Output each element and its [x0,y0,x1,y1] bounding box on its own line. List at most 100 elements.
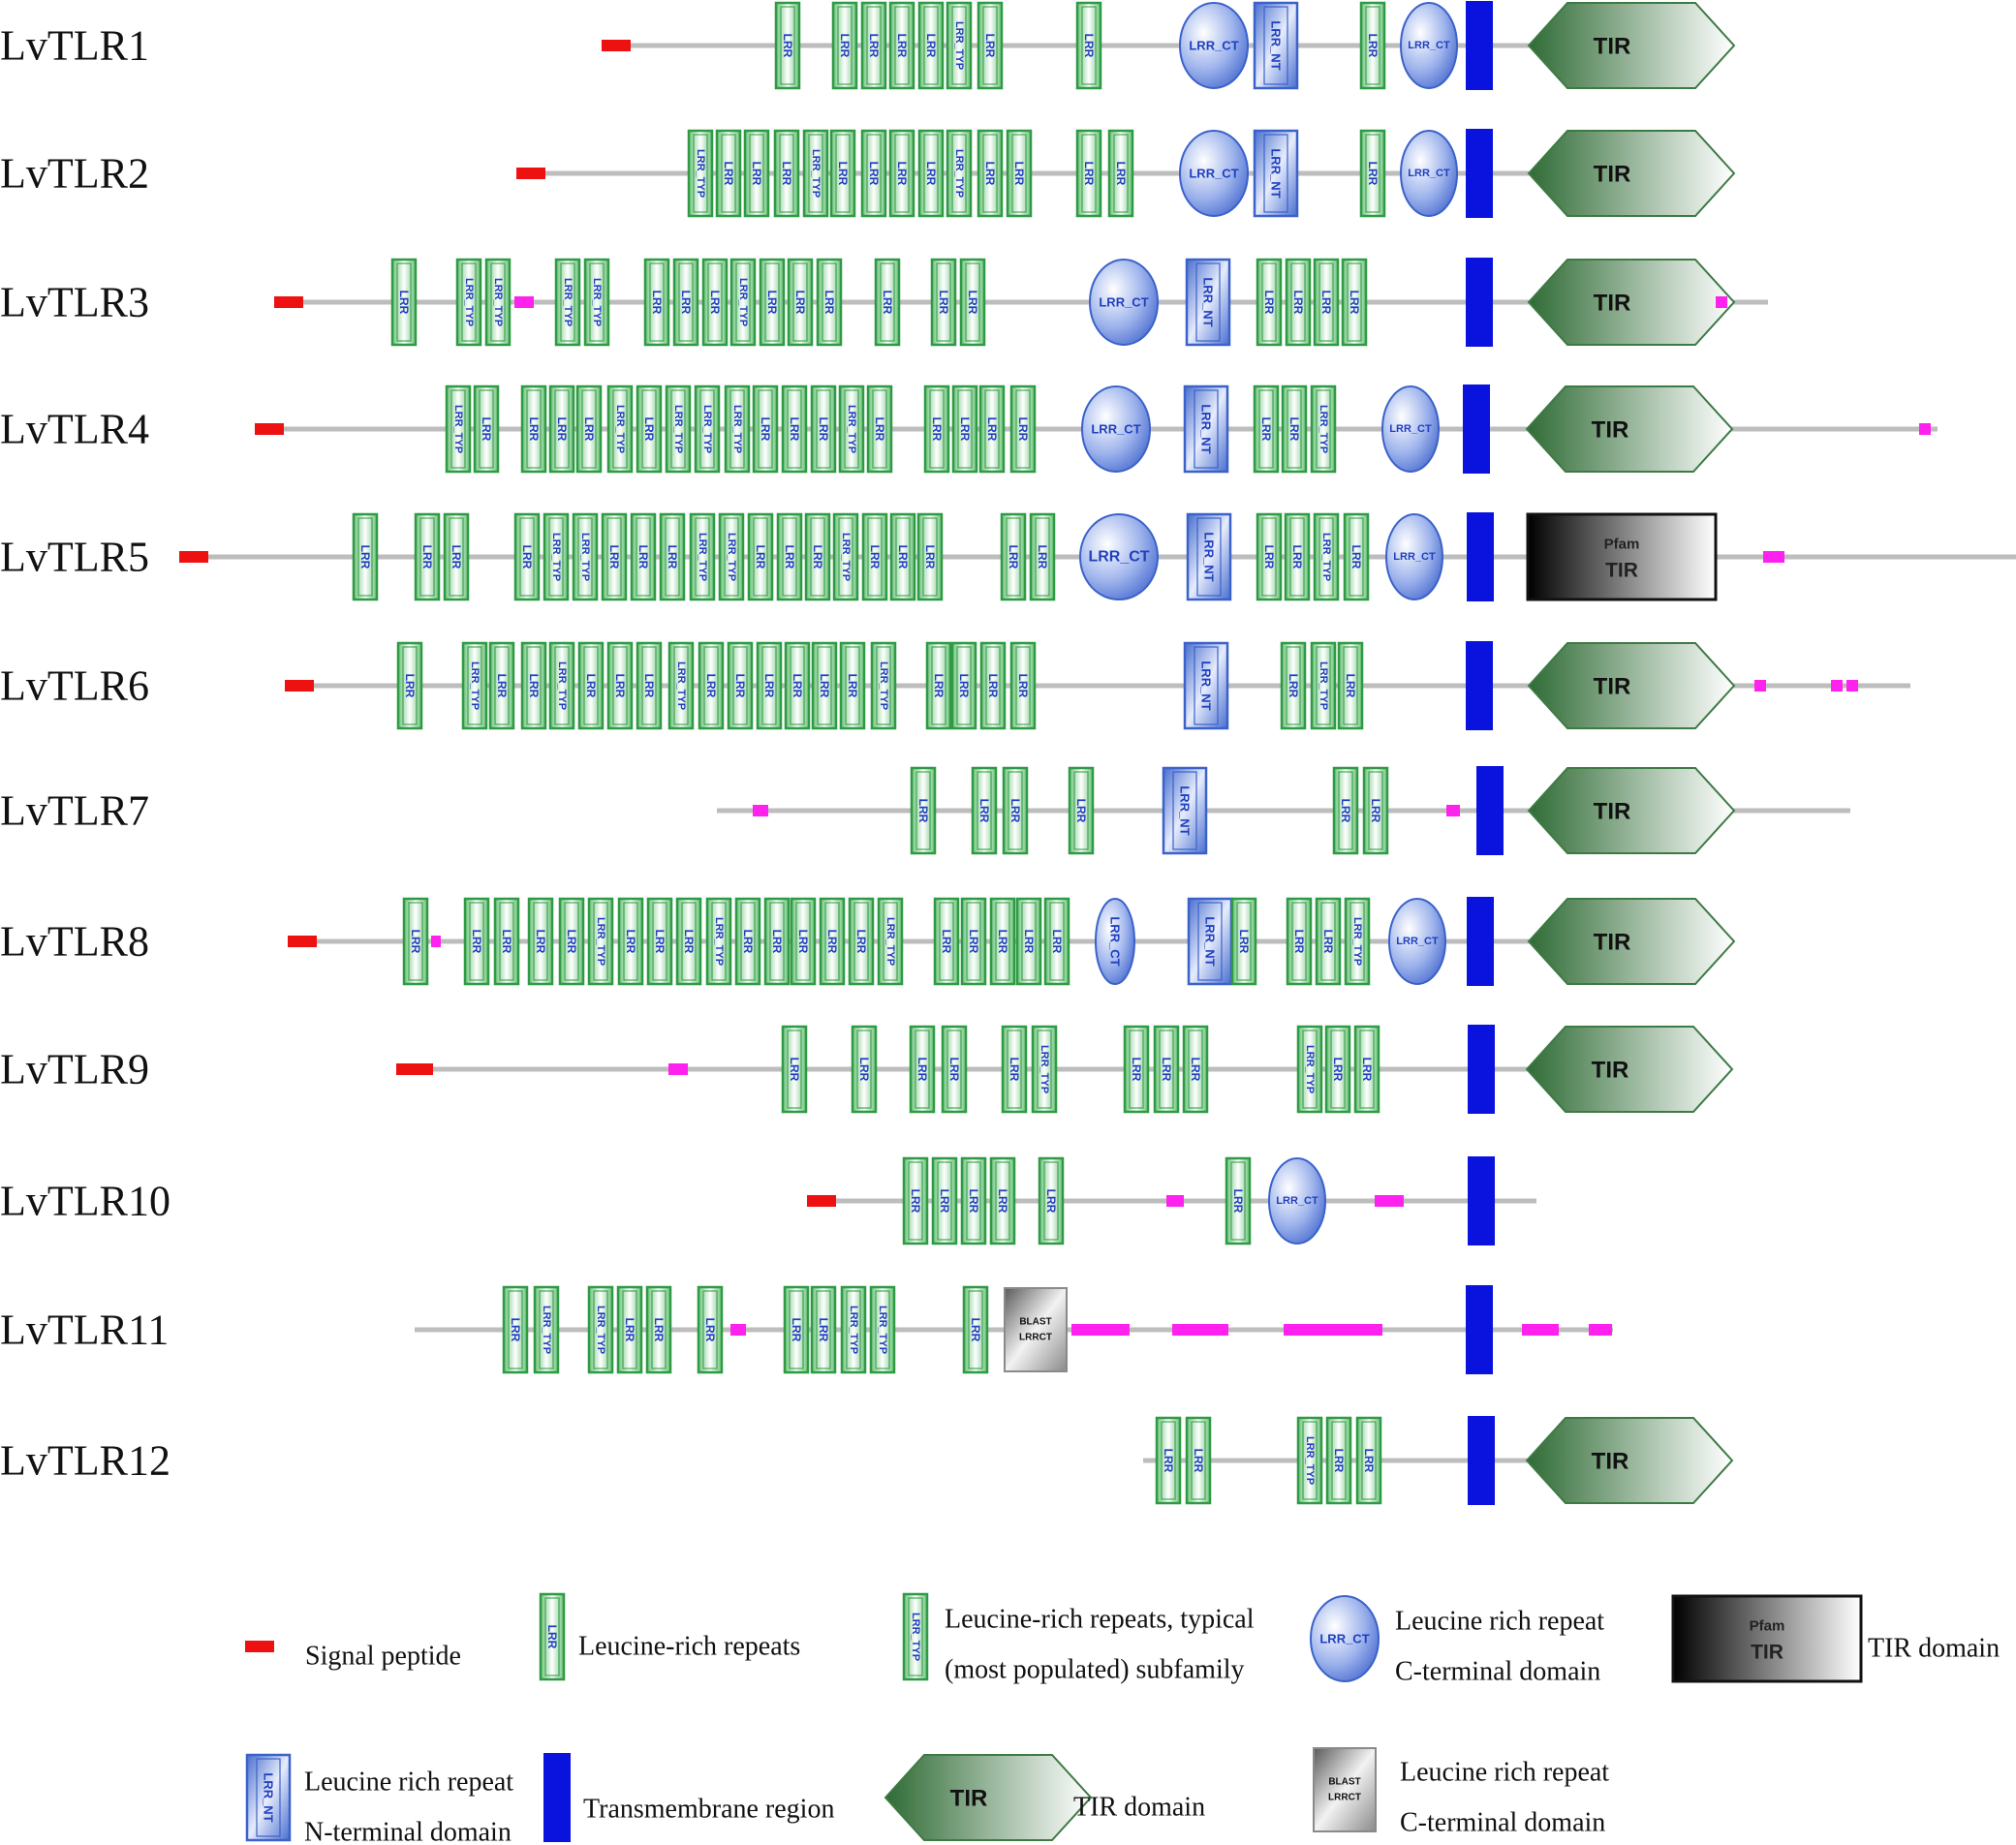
domain-label: LRR [1074,799,1088,823]
legend-label: Leucine-rich repeats [578,1632,800,1662]
domain-inner-border [623,902,638,981]
domain-inner-border [1073,771,1089,850]
domain-box [1185,258,1231,347]
domain-inner-border [908,1597,923,1676]
domain-label: LRR [947,1058,961,1082]
low-complexity-bar [1375,1195,1404,1207]
domain-inner-border [822,262,837,342]
lrr-domain: LRR [646,897,673,986]
domain-label: LRR [582,417,596,442]
domain-inner-border [1037,1030,1052,1109]
domain-inner-border [790,646,805,725]
transmembrane-region [1466,258,1493,347]
domain-box [930,258,957,347]
lrr-domain: LRR [396,641,423,730]
low-complexity-region [1716,296,1727,308]
domain-inner-border [880,262,895,342]
domain-label: LRR_TYP [1304,1045,1316,1093]
domain-label: LRR_TYP [810,149,822,198]
domain-box [888,129,915,218]
domain-inner-border [581,389,597,469]
domain-label: LRR [613,674,627,698]
domain-inner-border [612,389,628,469]
lrr-domain: LRR [1075,129,1102,218]
domain-inner-border [651,1290,667,1369]
domain-label: LRR_TYP [614,405,626,453]
domain-label: LRR_TYP [1320,533,1332,581]
domain-label: LRR_TYP [492,278,504,326]
domain-inner-border [612,646,628,725]
domain-box [989,1156,1016,1245]
domain-label: LRR_NT [1199,404,1214,453]
domain-inner-border [968,1290,983,1369]
lrr-typ-domain: LRR_TYP [554,258,581,347]
lrr-domain: LRR [1281,384,1308,474]
domain-label: LRR_NT [1269,148,1284,198]
domain-box [636,384,663,474]
transmembrane-bar [1466,1,1493,90]
domain-label: LRR_TYP [953,21,965,70]
domain-inner-border [1194,389,1219,469]
transmembrane-region [1466,129,1493,218]
tir-domain: TIR [884,1754,1093,1841]
domain-label: LRR [1360,1058,1374,1082]
lrr-domain: LRR [1153,1025,1180,1114]
domain-inner-border [915,1030,930,1109]
domain-inner-border [1349,517,1364,597]
domain-box [1353,1025,1380,1114]
domain-label: LRR [1366,34,1380,58]
lrr-typ-domain: LRR_TYP [533,1285,560,1374]
legend-label: C-terminal domain [1400,1808,1605,1838]
domain-box [977,1,1004,90]
domain-box [747,512,774,601]
domain-inner-border [956,646,972,725]
domain-box [1280,641,1307,730]
low-complexity-bar [1071,1324,1130,1336]
lrr-domain: LRR [727,641,754,730]
pfam-box [1671,1594,1863,1683]
domain-box [587,897,614,986]
lrr-typ-domain: LRR_TYP [1031,1025,1058,1114]
signal-peptide-bar [245,1641,274,1652]
domain-ellipse [1400,130,1458,217]
tir-hexagon [1525,1026,1734,1113]
lrr-domain: LRR [701,258,729,347]
domain-inner-border [1015,646,1031,725]
domain-inner-border [652,902,667,981]
legend-label: Transmembrane region [583,1795,834,1825]
lrr-domain: LRR [616,1285,643,1374]
transmembrane-bar [1476,766,1504,855]
domain-inner-border [758,389,773,469]
domain-label: LRR [584,674,598,698]
lrr-domain: LRR [1253,384,1280,474]
domain-label: LRR [741,930,755,954]
domain-box [1286,897,1313,986]
domain-inner-border [782,517,797,597]
domain-box [245,1753,292,1842]
domain-inner-border [856,1030,872,1109]
domain-inner-border [1331,1421,1347,1500]
domain-inner-border [711,902,727,981]
tir-hexagon [1527,259,1736,346]
domain-inner-border [467,646,482,725]
domain-label: LRR_TYP [1039,1045,1050,1093]
low-complexity-bar [1522,1324,1559,1336]
tir-hexagon [1527,130,1736,217]
domain-box [848,897,875,986]
domain-inner-border [469,902,484,981]
lrr-domain: LRR [1359,129,1386,218]
domain-label: LRR [765,291,779,315]
domain-label: LRR [682,930,696,954]
domain-box [832,512,859,601]
protein-name: LvTLR12 [0,1437,171,1485]
lrr-typ-domain: LRR_TYP [587,1285,614,1374]
transmembrane-bar [1467,512,1494,601]
lrr-domain: LRR [917,129,945,218]
domain-inner-border [1011,134,1027,213]
domain-box [705,897,732,986]
domain-label: LRR_NT [1178,785,1193,835]
domain-label: TIR [1594,674,1631,700]
lrr-typ-domain: LRR_TYP [724,384,751,474]
lrr-nt-domain: LRR_NT [1186,512,1232,601]
blast-box [1004,1287,1068,1372]
